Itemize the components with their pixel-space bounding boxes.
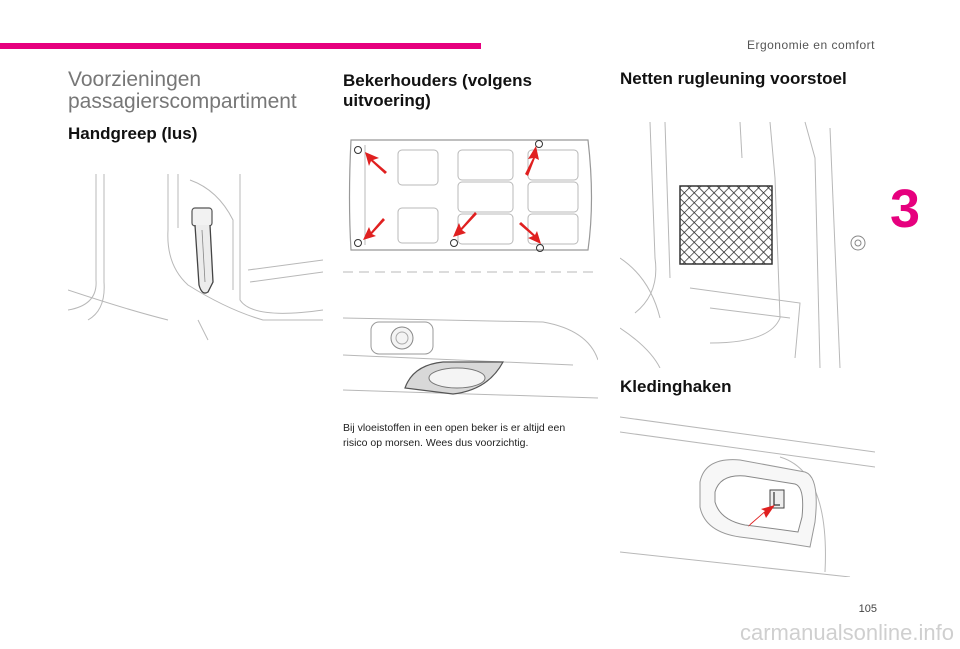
netten-heading: Netten rugleuning voorstoel: [620, 69, 847, 88]
handgrip-illustration: [68, 170, 323, 345]
red-arrow-icon: [748, 505, 775, 527]
section-title: Voorzieningen passagierscompartiment: [68, 68, 297, 113]
cupholder-detail-illustration: [343, 310, 598, 410]
cupholder-floorplan-illustration: [343, 120, 598, 280]
red-arrow-icon: [519, 222, 541, 244]
warning-caption: Bij vloeistoffen in een open beker is er…: [343, 422, 566, 449]
header-accent-bar: [0, 43, 481, 49]
red-arrow-icon: [365, 152, 387, 174]
bekerhouders-heading: Bekerhouders (volgens uitvoering): [343, 71, 532, 110]
page-number: 105: [858, 603, 877, 615]
red-arrow-icon: [525, 146, 539, 176]
chapter-number: 3: [890, 179, 921, 239]
seat-net-illustration: [620, 118, 875, 368]
coat-hook-illustration: [620, 412, 875, 577]
watermark: carmanualsonline.info: [739, 620, 954, 645]
handgreep-heading: Handgreep (lus): [68, 124, 198, 143]
red-arrow-icon: [453, 212, 477, 237]
kledinghaken-heading: Kledinghaken: [620, 377, 732, 396]
red-arrow-icon: [363, 218, 385, 240]
section-header: Ergonomie en comfort: [746, 38, 875, 52]
